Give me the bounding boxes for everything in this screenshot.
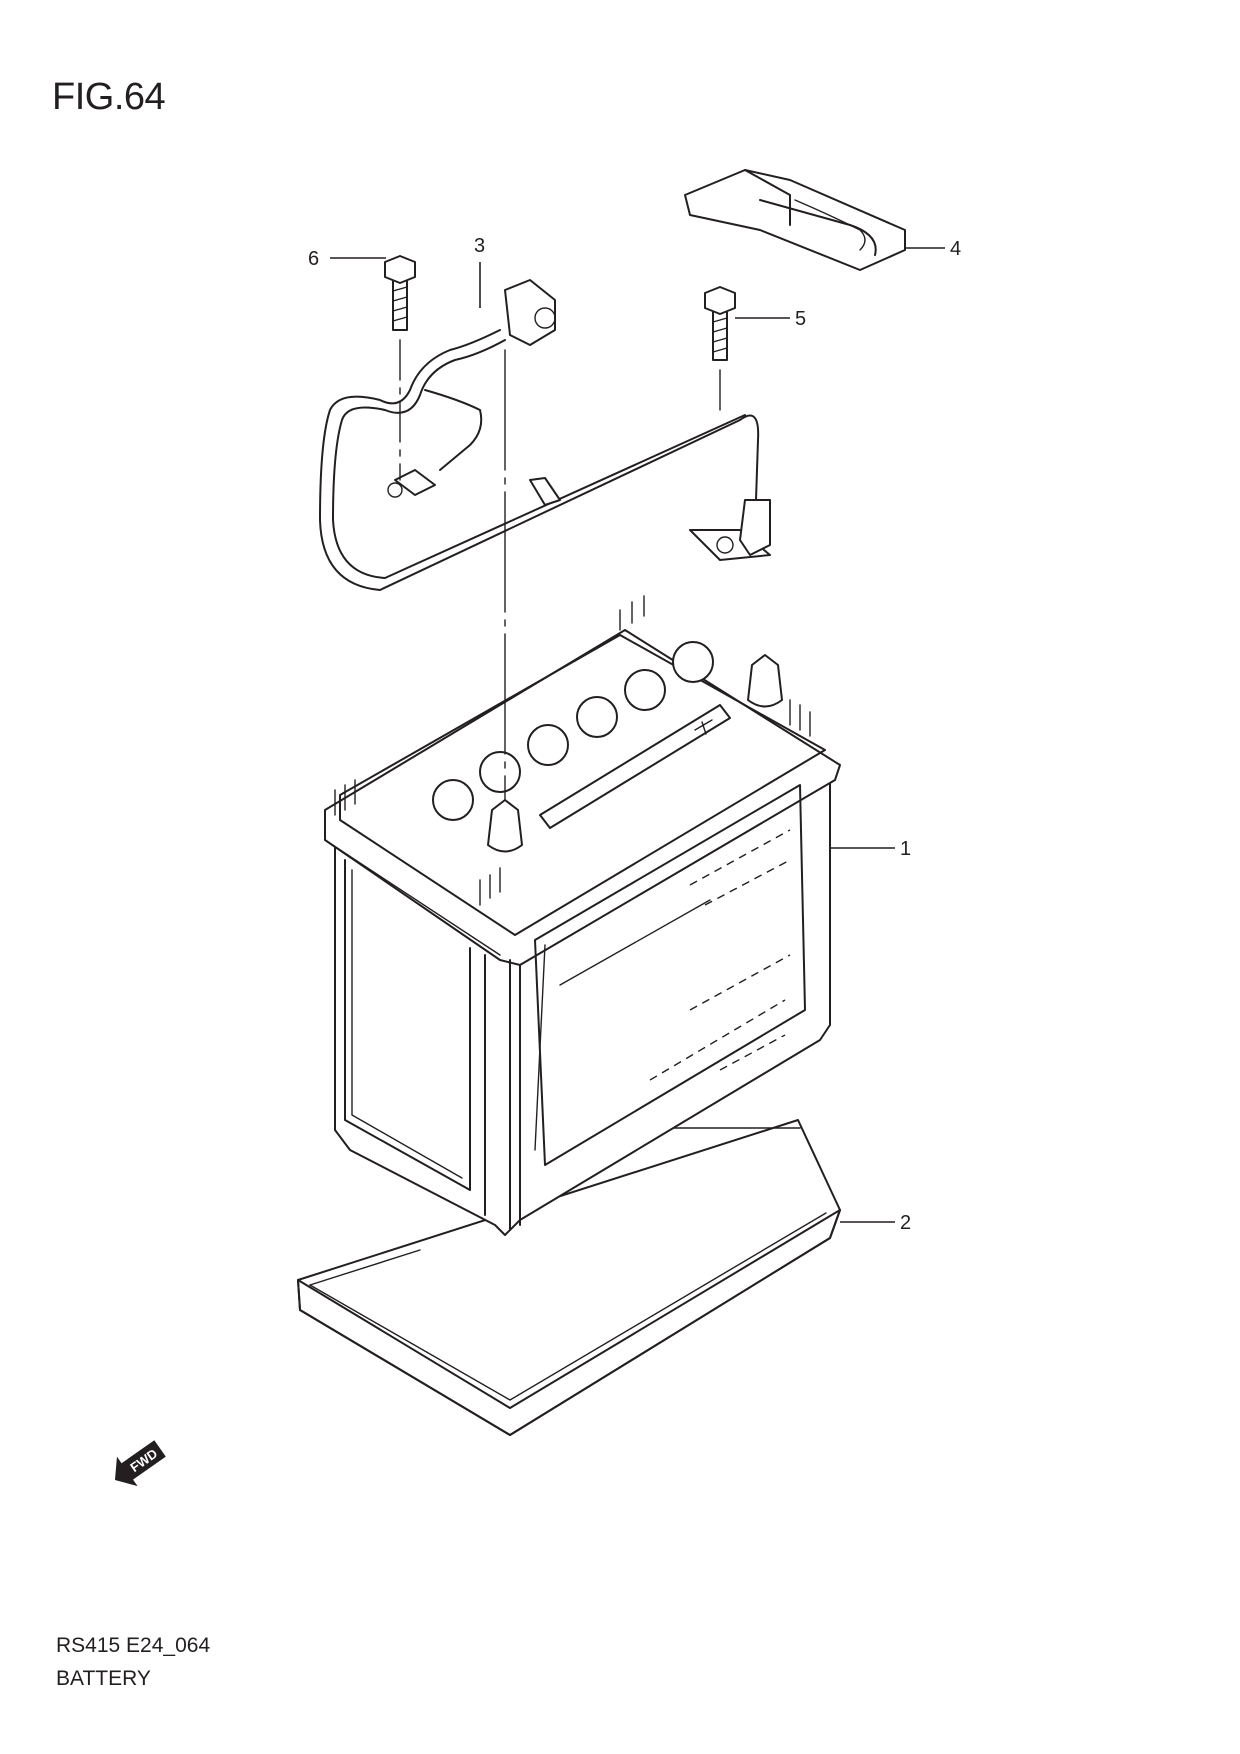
figure-title: FIG.64: [52, 76, 166, 118]
callout-4: 4: [950, 238, 961, 260]
callout-1: 1: [900, 838, 911, 860]
callout-2: 2: [900, 1212, 911, 1234]
battery[interactable]: [324, 595, 841, 1236]
bolt-left[interactable]: [384, 255, 416, 331]
fwd-arrow-icon: FWD: [115, 1440, 166, 1487]
battery-tray[interactable]: [297, 1119, 841, 1436]
section-name: BATTERY: [56, 1667, 151, 1690]
callout-5: 5: [795, 308, 806, 330]
terminal-cover[interactable]: [684, 169, 906, 271]
model-code: RS415 E24_064: [56, 1634, 211, 1657]
callout-3: 3: [474, 235, 485, 257]
callout-6: 6: [308, 248, 319, 270]
battery-cable[interactable]: [319, 279, 771, 591]
bolt-right[interactable]: [704, 286, 736, 361]
